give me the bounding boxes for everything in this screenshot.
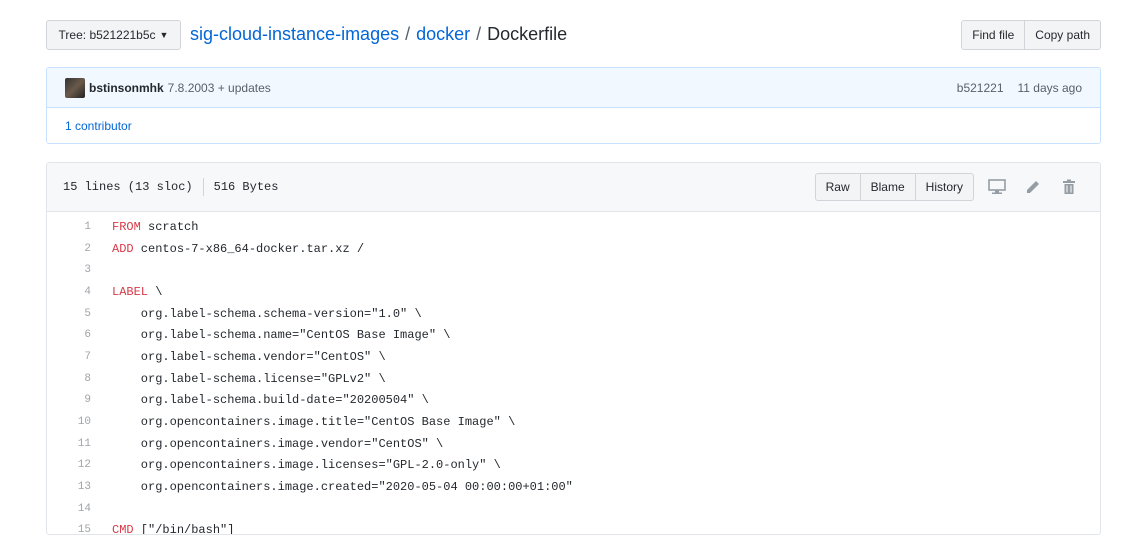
- commit-author-link[interactable]: bstinsonmhk: [89, 80, 164, 95]
- code-text: org.label-schema.build-date="20200504" \: [112, 393, 429, 408]
- commit-sha-link[interactable]: b521221: [956, 80, 1004, 95]
- line-content: org.label-schema.schema-version="1.0" \: [91, 307, 422, 321]
- line-number[interactable]: 12: [77, 459, 91, 472]
- line-content: org.opencontainers.image.licenses="GPL-2…: [91, 458, 501, 472]
- contributors-bar: 1 contributor: [47, 108, 1100, 143]
- line-number[interactable]: 6: [84, 329, 91, 342]
- commit-message[interactable]: 7.8.2003 + updates: [167, 80, 271, 95]
- line-content: org.label-schema.build-date="20200504" \: [91, 393, 429, 407]
- code-text: ["/bin/bash"]: [133, 523, 235, 535]
- code-line: 8 org.label-schema.license="GPLv2" \: [47, 368, 1100, 390]
- code-text: org.label-schema.vendor="CentOS" \: [112, 349, 386, 364]
- code-text: org.label-schema.name="CentOS Base Image…: [112, 328, 451, 343]
- file-viewer: 15 lines (13 sloc) 516 Bytes Raw Blame H…: [46, 162, 1101, 535]
- trash-icon[interactable]: [1056, 173, 1082, 201]
- branch-label: Tree: b521221b5c: [58, 28, 156, 42]
- file-actions: Raw Blame History: [814, 173, 1082, 201]
- code-text: org.label-schema.license="GPLv2" \: [112, 371, 386, 386]
- line-content: org.opencontainers.image.created="2020-0…: [91, 480, 573, 494]
- line-number[interactable]: 13: [77, 481, 91, 494]
- breadcrumb-current-file: Dockerfile: [487, 24, 568, 44]
- file-size: 516 Bytes: [213, 180, 279, 194]
- commit-header: bstinsonmhk 7.8.2003 + updates b521221 1…: [47, 68, 1100, 108]
- history-button[interactable]: History: [915, 173, 974, 201]
- code-keyword: LABEL: [112, 284, 149, 299]
- code-text: org.opencontainers.image.title="CentOS B…: [112, 415, 516, 430]
- line-content: org.opencontainers.image.title="CentOS B…: [91, 415, 515, 429]
- code-line: 13 org.opencontainers.image.created="202…: [47, 476, 1100, 498]
- code-text: org.label-schema.schema-version="1.0" \: [112, 306, 422, 321]
- line-number[interactable]: 5: [84, 307, 91, 320]
- code-line: 9 org.label-schema.build-date="20200504"…: [47, 390, 1100, 412]
- code-text: centos-7-x86_64-docker.tar.xz /: [133, 241, 365, 256]
- file-navigation: Tree: b521221b5c ▼ sig-cloud-instance-im…: [46, 20, 1101, 52]
- line-content: org.label-schema.name="CentOS Base Image…: [91, 328, 451, 343]
- file-info: 15 lines (13 sloc) 516 Bytes: [63, 178, 278, 196]
- commit-tease: bstinsonmhk 7.8.2003 + updates b521221 1…: [46, 67, 1101, 144]
- commit-time: 11 days ago: [1017, 80, 1083, 95]
- line-content: org.label-schema.license="GPLv2" \: [91, 372, 386, 386]
- commit-meta: b521221 11 days ago: [957, 81, 1082, 95]
- breadcrumb-separator: /: [405, 24, 411, 44]
- code-text: org.opencontainers.image.licenses="GPL-2…: [112, 458, 501, 473]
- line-number[interactable]: 9: [84, 394, 91, 407]
- line-number[interactable]: 10: [77, 416, 91, 429]
- blame-button[interactable]: Blame: [860, 173, 916, 201]
- line-content: ADD centos-7-x86_64-docker.tar.xz /: [91, 242, 364, 256]
- pencil-icon[interactable]: [1020, 173, 1046, 201]
- code-line: 14: [47, 498, 1100, 520]
- code-keyword: ADD: [112, 241, 134, 256]
- code-keyword: FROM: [112, 219, 141, 234]
- breadcrumb-separator: /: [476, 24, 482, 44]
- copy-path-button[interactable]: Copy path: [1025, 20, 1101, 50]
- breadcrumb-repo-link[interactable]: sig-cloud-instance-images: [190, 24, 400, 44]
- code-keyword: CMD: [112, 523, 134, 535]
- divider: [202, 178, 204, 196]
- line-number[interactable]: 15: [77, 524, 91, 535]
- line-content: LABEL \: [91, 285, 162, 299]
- code-text: scratch: [140, 219, 199, 234]
- code-line: 7 org.label-schema.vendor="CentOS" \: [47, 346, 1100, 368]
- line-number[interactable]: 8: [84, 372, 91, 385]
- code-text: org.opencontainers.image.created="2020-0…: [112, 480, 573, 495]
- breadcrumb: sig-cloud-instance-images / docker / Doc…: [190, 24, 567, 45]
- file-nav-buttons: Find file Copy path: [961, 20, 1101, 50]
- find-file-button[interactable]: Find file: [961, 20, 1026, 50]
- file-header: 15 lines (13 sloc) 516 Bytes Raw Blame H…: [47, 163, 1100, 212]
- line-number[interactable]: 3: [84, 264, 91, 277]
- line-content: org.label-schema.vendor="CentOS" \: [91, 350, 386, 364]
- code-line: 5 org.label-schema.schema-version="1.0" …: [47, 303, 1100, 325]
- code-line: 11 org.opencontainers.image.vendor="Cent…: [47, 433, 1100, 455]
- line-content: org.opencontainers.image.vendor="CentOS"…: [91, 437, 443, 451]
- contributors-link[interactable]: 1 contributor: [65, 119, 132, 133]
- line-number[interactable]: 1: [84, 220, 91, 233]
- breadcrumb-folder-link[interactable]: docker: [416, 24, 471, 44]
- line-number[interactable]: 4: [84, 285, 91, 298]
- branch-select-button[interactable]: Tree: b521221b5c ▼: [46, 20, 181, 50]
- line-number[interactable]: 14: [77, 502, 91, 515]
- line-content: FROM scratch: [91, 220, 198, 234]
- file-lines-info: 15 lines (13 sloc): [63, 180, 193, 194]
- line-number[interactable]: 2: [84, 242, 91, 255]
- raw-button[interactable]: Raw: [814, 173, 861, 201]
- caret-down-icon: ▼: [159, 30, 169, 40]
- desktop-icon[interactable]: [984, 173, 1010, 201]
- code-line: 10 org.opencontainers.image.title="CentO…: [47, 411, 1100, 433]
- code-line: 12 org.opencontainers.image.licenses="GP…: [47, 455, 1100, 477]
- line-number[interactable]: 7: [84, 350, 91, 363]
- code-text: org.opencontainers.image.vendor="CentOS"…: [112, 436, 444, 451]
- line-content: CMD ["/bin/bash"]: [91, 523, 235, 535]
- code-text: \: [148, 284, 163, 299]
- line-number[interactable]: 11: [77, 437, 91, 450]
- code-line: 3: [47, 259, 1100, 281]
- avatar[interactable]: [65, 77, 85, 98]
- code-line: 6 org.label-schema.name="CentOS Base Ima…: [47, 324, 1100, 346]
